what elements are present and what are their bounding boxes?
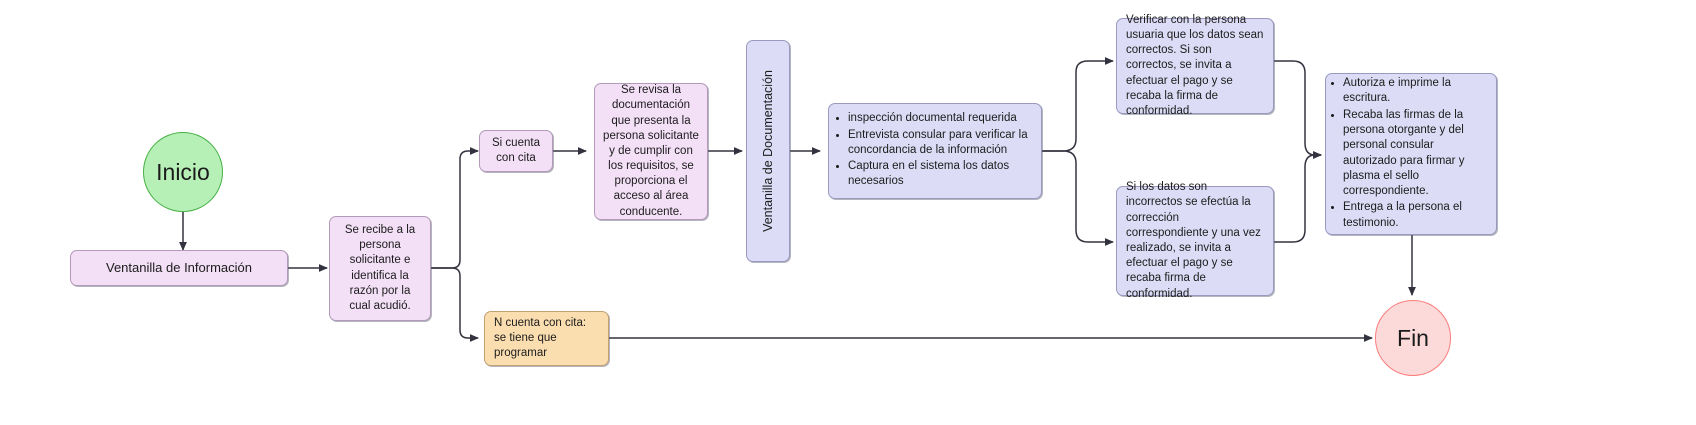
- list-item: Entrevista consular para verificar la co…: [848, 128, 1031, 159]
- list-item: Captura en el sistema los datos necesari…: [848, 159, 1031, 190]
- node-inicio-label: Inicio: [156, 158, 210, 185]
- node-no-cuenta-con-cita-label: N cuenta con cita: se tiene que programa…: [494, 316, 587, 360]
- node-inicio[interactable]: Inicio: [143, 132, 223, 212]
- node-recibe-persona-label: Se recibe a la persona solicitante e ide…: [344, 223, 416, 312]
- node-inspeccion-documental-list: inspección documental requerida Entrevis…: [835, 111, 1031, 190]
- node-datos-correctos-label: Verificar con la persona usuaria que los…: [1126, 13, 1264, 117]
- node-autoriza-imprime-list: Autoriza e imprime la escritura. Recaba …: [1330, 76, 1488, 232]
- node-inspeccion-documental[interactable]: inspección documental requerida Entrevis…: [828, 103, 1042, 199]
- node-si-cuenta-con-cita-label: Si cuenta con cita: [492, 136, 540, 164]
- node-datos-correctos[interactable]: Verificar con la persona usuaria que los…: [1116, 14, 1274, 117]
- node-fin-label: Fin: [1397, 324, 1429, 351]
- node-autoriza-imprime[interactable]: Autoriza e imprime la escritura. Recaba …: [1325, 73, 1497, 235]
- node-ventanilla-informacion[interactable]: Ventanilla de Información: [70, 250, 288, 286]
- node-ventanilla-documentacion-label: Ventanilla de Documentación: [760, 70, 775, 232]
- node-revisa-documentacion-label: Se revisa la documentación que presenta …: [603, 84, 699, 218]
- node-recibe-persona[interactable]: Se recibe a la persona solicitante e ide…: [329, 216, 431, 321]
- node-si-cuenta-con-cita[interactable]: Si cuenta con cita: [479, 130, 553, 172]
- node-datos-incorrectos-label: Si los datos son incorrectos se efectúa …: [1126, 181, 1261, 300]
- node-fin[interactable]: Fin: [1375, 300, 1451, 376]
- node-no-cuenta-con-cita[interactable]: N cuenta con cita: se tiene que programa…: [484, 311, 609, 366]
- node-ventanilla-documentacion[interactable]: Ventanilla de Documentación: [746, 40, 790, 262]
- list-item: Recaba las firmas de la persona otorgant…: [1343, 108, 1488, 200]
- list-item: Entrega a la persona el testimonio.: [1343, 200, 1488, 231]
- node-ventanilla-informacion-label: Ventanilla de Información: [106, 260, 252, 276]
- node-datos-incorrectos[interactable]: Si los datos son incorrectos se efectúa …: [1116, 181, 1274, 300]
- node-revisa-documentacion[interactable]: Se revisa la documentación que presenta …: [594, 83, 708, 220]
- list-item: Autoriza e imprime la escritura.: [1343, 76, 1488, 107]
- list-item: inspección documental requerida: [848, 111, 1031, 126]
